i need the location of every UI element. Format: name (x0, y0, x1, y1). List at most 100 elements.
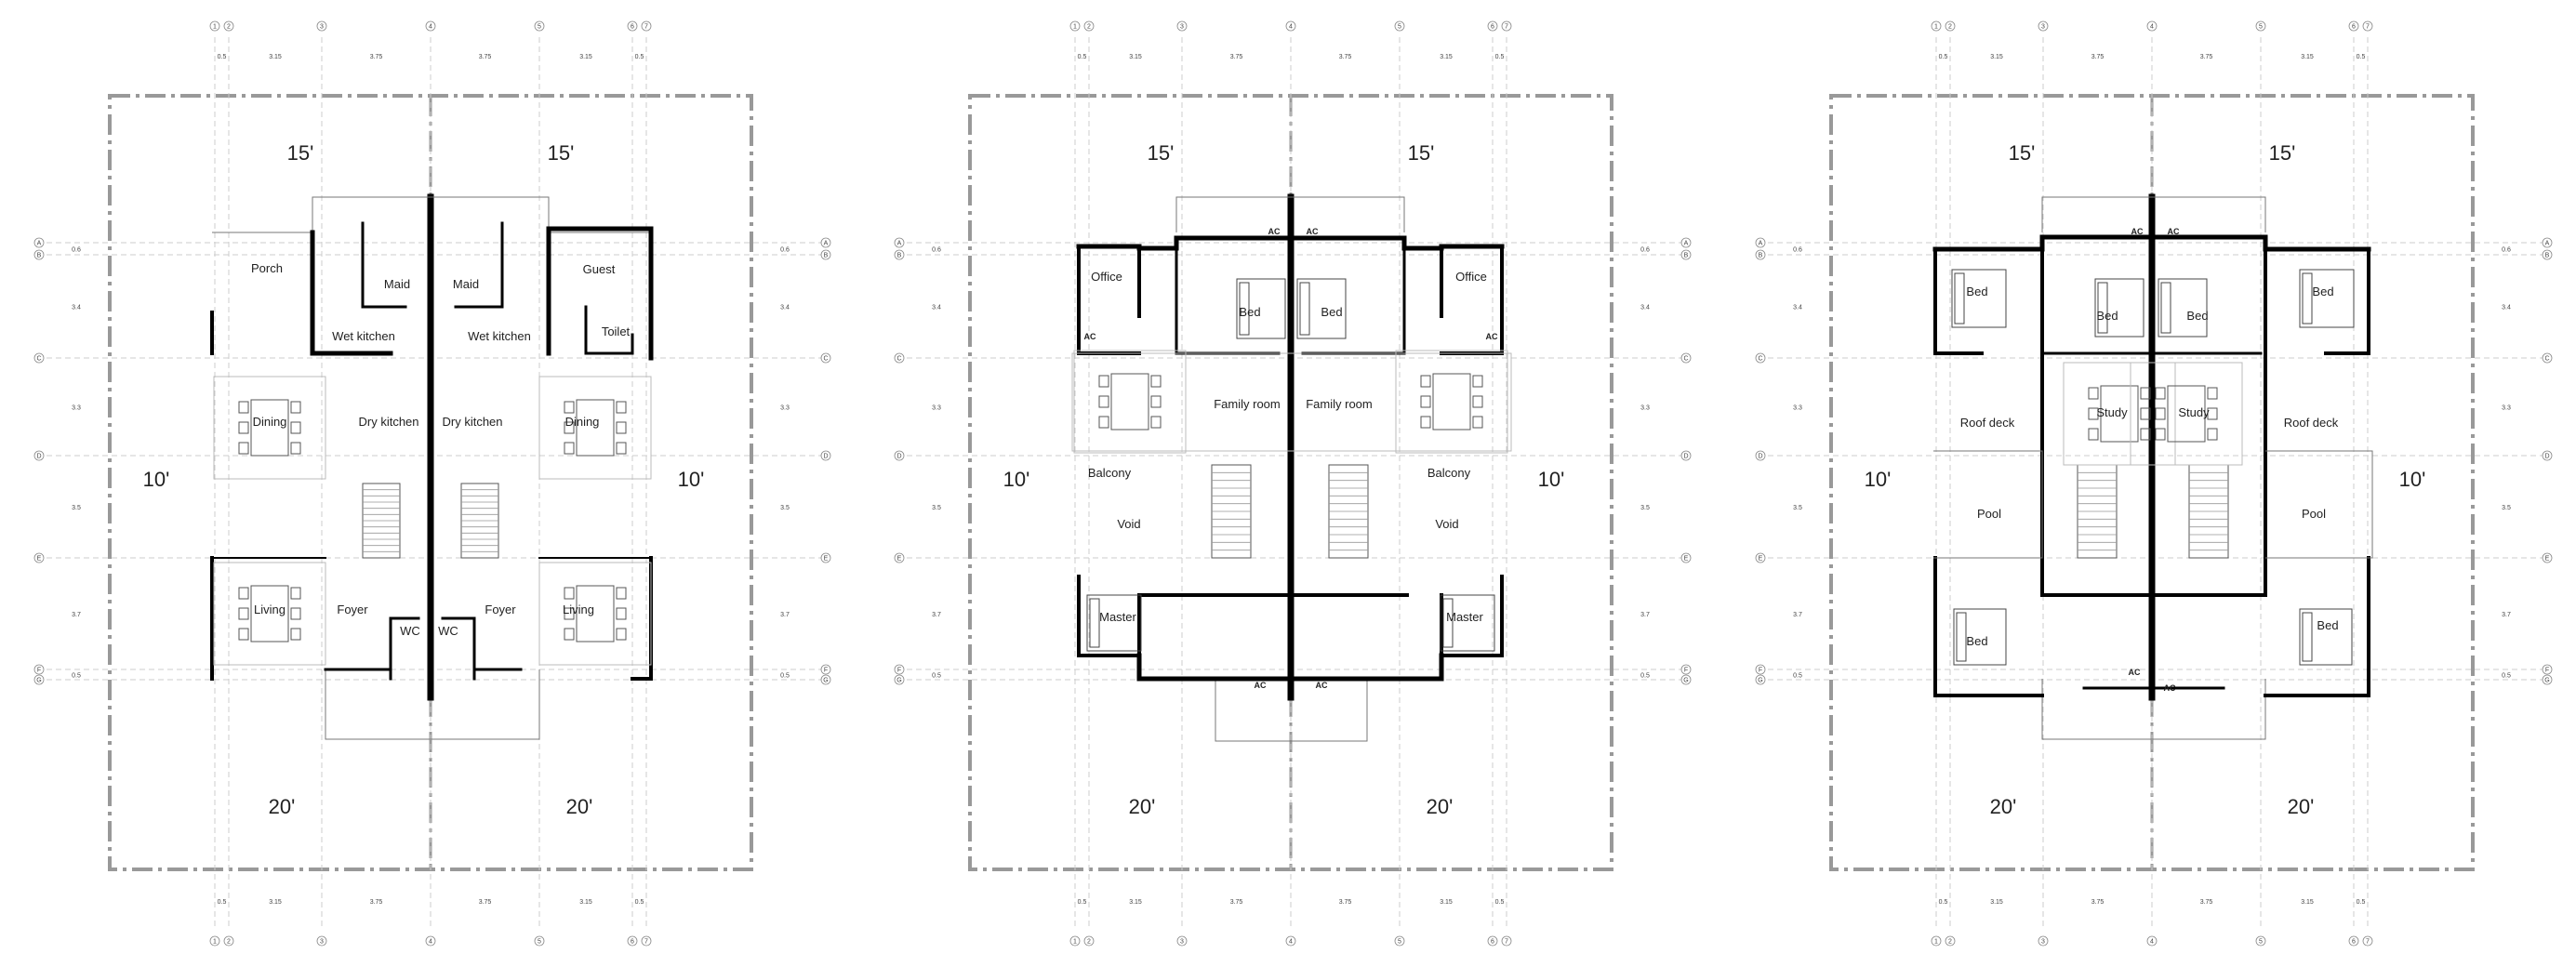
setback-label: 15' (2009, 141, 2036, 165)
grid-column-id: 5 (1398, 939, 1401, 946)
grid-bubble (1069, 935, 1081, 947)
grid-row-dimension: 3.4 (1793, 305, 1802, 311)
setback-label: 10' (143, 468, 170, 491)
grid-row-id: D (1758, 454, 1762, 460)
outline (1175, 196, 1405, 232)
grid-row-dimension: 3.4 (1640, 305, 1650, 311)
grid-bubble (33, 674, 45, 685)
grid-row-id: D (896, 454, 901, 460)
grid-row-dimension: 0.6 (1793, 247, 1802, 254)
ac-label: AC (2168, 227, 2180, 236)
grid-row-dimension: 3.5 (932, 505, 941, 511)
wall (389, 616, 420, 681)
grid-column-dimension: 3.75 (1230, 54, 1243, 60)
grid-bubble (33, 664, 45, 675)
grid-row-id: B (2545, 253, 2550, 259)
grid-row-id: A (1684, 241, 1689, 247)
room-label: Office (1091, 270, 1122, 284)
wall (361, 221, 407, 309)
grid-column-id: 4 (429, 939, 432, 946)
family-zone (1071, 352, 1512, 452)
grid-column-dimension: 3.15 (269, 899, 282, 906)
study-desk-table (2100, 385, 2139, 443)
grid-bubble (425, 935, 436, 947)
grid-row-id: A (37, 241, 42, 247)
grid-bubble (534, 20, 545, 32)
grid-column-dimension: 0.5 (635, 54, 644, 60)
grid-column-dimension: 3.15 (1440, 899, 1453, 906)
wall (584, 305, 634, 355)
office-table-chair (1150, 416, 1162, 429)
bed-pillow (1089, 598, 1100, 648)
grid-bubble (2255, 935, 2266, 947)
grid-bubble (820, 674, 831, 685)
living-set-chair (564, 587, 575, 600)
grid-bubble (223, 935, 234, 947)
room-label: Foyer (337, 603, 368, 616)
study-desk-chair (2088, 387, 2099, 400)
bed-pillow (1954, 272, 1965, 325)
grid-bubble (1285, 935, 1296, 947)
grid-row-dimension: 3.5 (2502, 505, 2511, 511)
setback-label: 10' (1538, 468, 1565, 491)
grid-row-dimension: 3.5 (1793, 505, 1802, 511)
grid-bubble (627, 935, 638, 947)
room-label: Toilet (602, 325, 631, 338)
room-label: Bed (1239, 305, 1260, 319)
grid-row-dimension: 3.4 (780, 305, 790, 311)
outline (2041, 196, 2266, 232)
grid-column-id: 7 (2366, 939, 2370, 946)
setback-label: 20' (1990, 795, 2017, 818)
wall (454, 221, 504, 309)
grid-row-id: D (2544, 454, 2549, 460)
office-table-table (1110, 373, 1149, 431)
wall (2264, 556, 2370, 697)
grid-column-dimension: 3.75 (479, 54, 492, 60)
setback-label: 15' (548, 141, 575, 165)
grid-bubble (894, 352, 905, 364)
grid-bubble (2255, 20, 2266, 32)
grid-column-dimension: 0.5 (1939, 899, 1948, 906)
grid-bubble (2542, 352, 2553, 364)
grid-column-dimension: 3.15 (2301, 54, 2314, 60)
dining-set-chair (564, 442, 575, 455)
room-label: Study (2096, 405, 2128, 419)
study-desk-chair (2088, 407, 2099, 420)
bed-frame (1296, 278, 1347, 339)
setback-label: 20' (1129, 795, 1156, 818)
grid-bubble (1083, 20, 1095, 32)
living-set-chair (290, 628, 301, 641)
grid-column-dimension: 3.75 (1339, 899, 1352, 906)
grid-column-dimension: 0.5 (2357, 899, 2366, 906)
living-set-chair (616, 607, 627, 620)
grid-column-id: 4 (429, 24, 432, 31)
room-label: WC (400, 624, 420, 638)
grid-column-id: 2 (1087, 939, 1091, 946)
study-desk-chair (2207, 428, 2218, 441)
wall (1077, 575, 1141, 657)
grid-bubble (894, 674, 905, 685)
grid-column-id: 7 (644, 24, 648, 31)
grid-column-id: 6 (2352, 939, 2356, 946)
bed-frame (1440, 594, 1495, 652)
grid-bubble (820, 552, 831, 563)
setback-label: 15' (1148, 141, 1175, 165)
grid-row-dimension: 0.6 (1640, 247, 1650, 254)
room-label: Living (254, 603, 285, 616)
grid-bubble (894, 450, 905, 461)
grid-bubble (425, 20, 436, 32)
grid-bubble (820, 664, 831, 675)
room-label: Foyer (485, 603, 516, 616)
grid-bubble (1069, 20, 1081, 32)
grid-row-id: A (824, 241, 829, 247)
grid-column-id: 6 (1491, 24, 1494, 31)
grid-column-id: 7 (2366, 24, 2370, 31)
grid-bubble (641, 935, 652, 947)
grid-column-dimension: 3.15 (2301, 899, 2314, 906)
bed-frame (2299, 608, 2353, 666)
study-desk-chair (2155, 407, 2166, 420)
grid-row-dimension: 0.6 (2502, 247, 2511, 254)
dining-set-chair (616, 401, 627, 414)
dining-set-chair (290, 401, 301, 414)
grid-bubble (2146, 20, 2158, 32)
